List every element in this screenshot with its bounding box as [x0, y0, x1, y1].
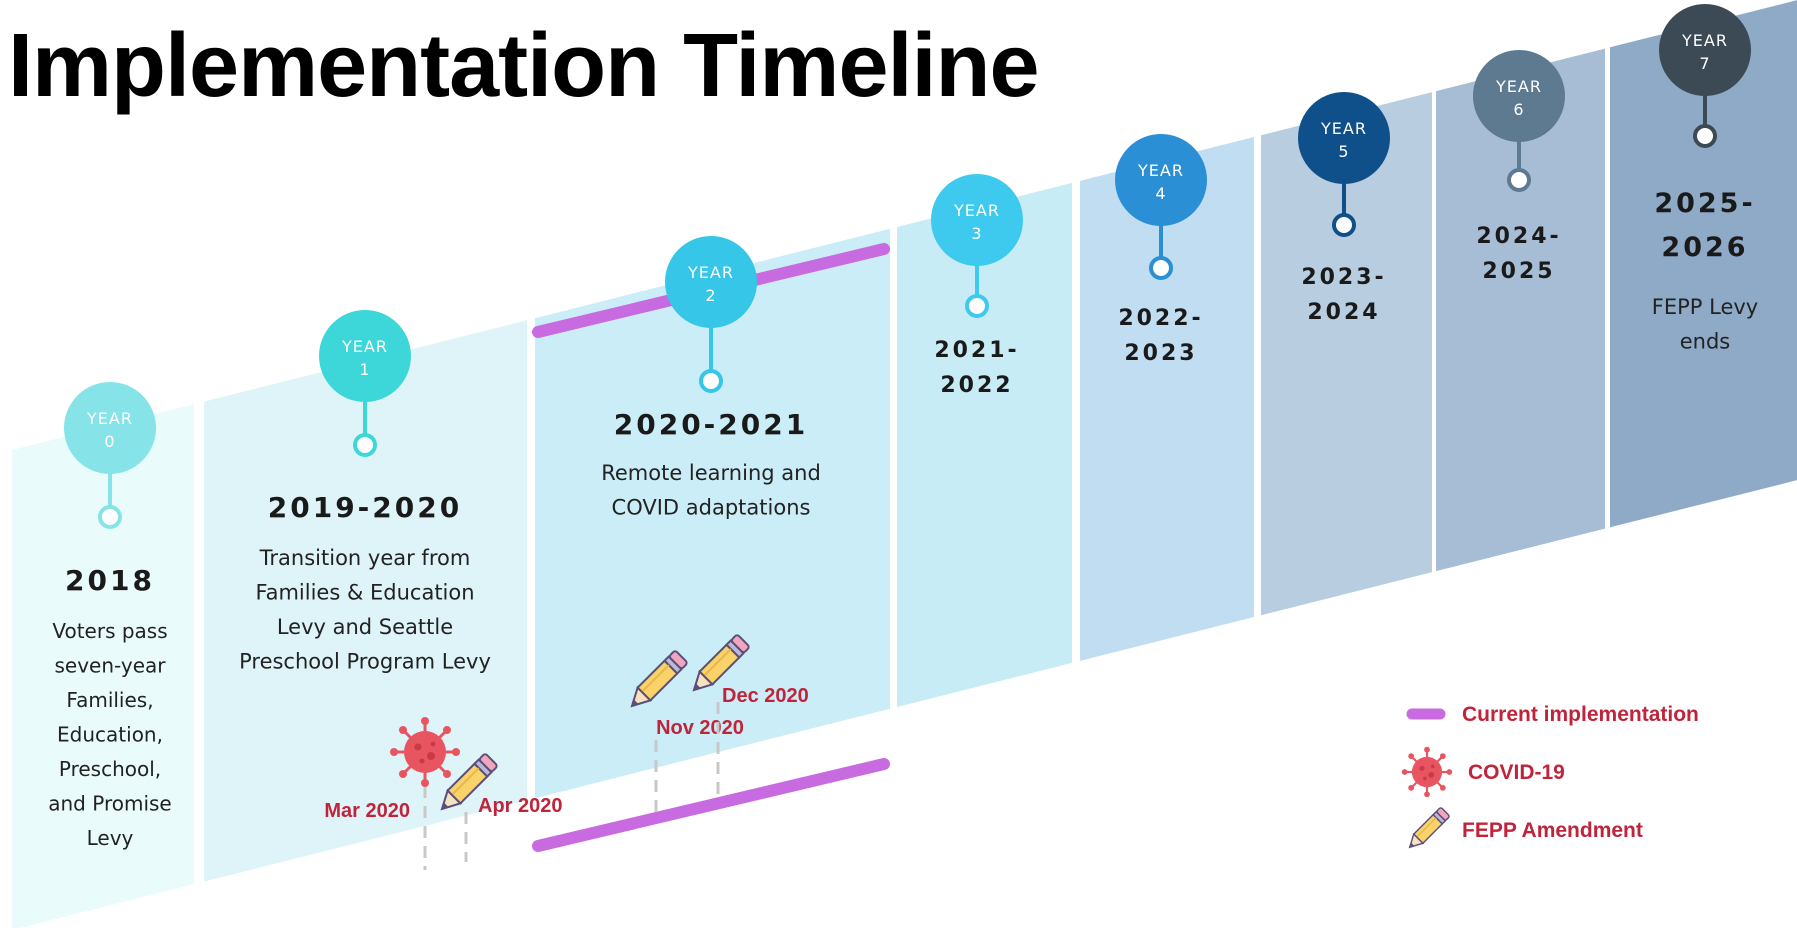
year-panel — [1261, 92, 1432, 616]
year-bubble-label: YEAR — [953, 201, 1000, 220]
legend-label: COVID-19 — [1468, 761, 1565, 784]
year-panel — [1080, 137, 1254, 661]
year-bubble-number: 1 — [359, 360, 370, 379]
year-panel — [535, 228, 890, 799]
year-period: 2022- — [1118, 306, 1203, 331]
year-period: 2023- — [1301, 265, 1386, 290]
year-bubble-label: YEAR — [1137, 161, 1184, 180]
year-bubble-label: YEAR — [1320, 119, 1367, 138]
pin-ring — [965, 294, 989, 318]
event-date-label: Mar 2020 — [324, 800, 410, 822]
year-bubble-number: 0 — [104, 432, 115, 451]
year-description-line: Preschool Program Levy — [239, 650, 491, 674]
year-description-line: Voters pass — [52, 619, 167, 643]
year-bubble-number: 7 — [1699, 54, 1710, 73]
legend-label: FEPP Amendment — [1462, 819, 1643, 842]
year-period: 2024- — [1476, 224, 1561, 249]
year-bubble — [1659, 4, 1751, 96]
year-bubble-label: YEAR — [341, 337, 388, 356]
virus-icon — [1400, 745, 1454, 799]
year-description-line: Levy and Seattle — [277, 615, 453, 639]
year-bubble — [1115, 134, 1207, 226]
year-description-line: Levy — [87, 826, 134, 850]
year-bubble-label: YEAR — [687, 263, 734, 282]
year-description-line: Transition year from — [259, 546, 471, 570]
event-date-label: Nov 2020 — [656, 717, 744, 739]
year-period: 2022 — [940, 373, 1013, 398]
pin-ring — [1507, 168, 1531, 192]
pin-ring — [353, 433, 377, 457]
year-bubble-label: YEAR — [1495, 77, 1542, 96]
year-bubble-number: 6 — [1513, 100, 1524, 119]
year-description-line: and Promise — [48, 792, 171, 816]
year-panel — [1610, 0, 1797, 528]
year-period: 2026 — [1661, 232, 1748, 263]
year-period: 2023 — [1124, 341, 1197, 366]
year-bubble — [1298, 92, 1390, 184]
event-date-label: Apr 2020 — [478, 795, 563, 817]
current-implementation-bottom-bar — [532, 758, 890, 852]
year-period: 2018 — [65, 564, 155, 597]
year-panel — [204, 320, 527, 882]
year-period: 2021- — [934, 338, 1019, 363]
year-bubble — [64, 382, 156, 474]
event-date-label: Dec 2020 — [722, 685, 809, 707]
pencil-icon — [1404, 806, 1451, 853]
year-description-line: Families, — [66, 688, 153, 712]
year-description-line: Preschool, — [59, 757, 161, 781]
year-description-line: FEPP Levy — [1652, 295, 1758, 319]
year-bubble-label: YEAR — [1681, 31, 1728, 50]
year-description-line: seven-year — [54, 654, 166, 678]
year-bubble-number: 3 — [971, 224, 982, 243]
legend-label: Current implementation — [1462, 703, 1699, 726]
year-panel — [897, 182, 1072, 707]
year-panel — [12, 404, 194, 928]
virus-icon — [388, 715, 462, 789]
year-period: 2024 — [1307, 300, 1380, 325]
page-title: Implementation Timeline — [8, 16, 1040, 116]
year-description-line: Families & Education — [255, 581, 474, 605]
pin-ring — [98, 505, 122, 529]
year-bubble — [319, 310, 411, 402]
year-description-line: ends — [1680, 330, 1731, 354]
year-period: 2020-2021 — [614, 408, 808, 441]
pin-ring — [699, 369, 723, 393]
year-description-line: Education, — [57, 723, 163, 747]
year-panel — [1436, 48, 1605, 572]
year-bubble — [931, 174, 1023, 266]
year-bubble — [1473, 50, 1565, 142]
year-period: 2019-2020 — [268, 491, 462, 524]
year-bubble — [665, 236, 757, 328]
year-bubble-number: 4 — [1155, 184, 1166, 203]
year-bubble-number: 5 — [1338, 142, 1349, 161]
year-bubble-label: YEAR — [86, 409, 133, 428]
year-bubble-number: 2 — [705, 286, 716, 305]
pin-ring — [1693, 124, 1717, 148]
year-period: 2025 — [1482, 259, 1555, 284]
year-description-line: COVID adaptations — [612, 496, 811, 520]
year-description-line: Remote learning and — [601, 461, 821, 485]
year-period: 2025- — [1654, 188, 1755, 219]
pin-ring — [1149, 256, 1173, 280]
pin-ring — [1332, 213, 1356, 237]
